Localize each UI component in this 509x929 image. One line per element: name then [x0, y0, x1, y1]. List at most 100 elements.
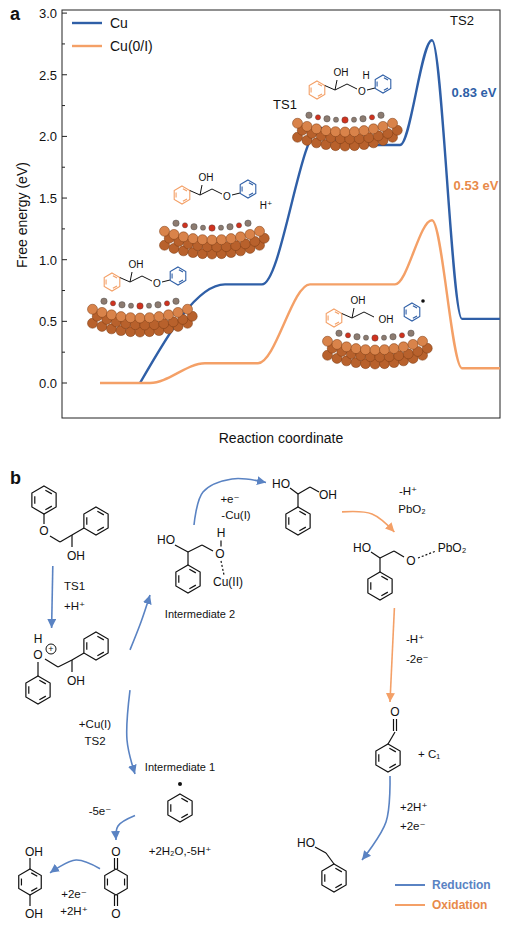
atom-label: H [34, 633, 43, 645]
copper-atom [236, 232, 246, 242]
copper-slab [88, 298, 198, 337]
adsorbate-atom [137, 303, 143, 309]
copper-atom [293, 118, 303, 128]
bond [29, 895, 30, 906]
tick-label: 1.5 [39, 192, 57, 205]
bond [200, 189, 212, 195]
legend-label: Cu(0/I) [110, 39, 153, 53]
barrier-value: 0.83 eV [452, 86, 497, 99]
adsorbate-atom [372, 335, 378, 341]
reagent-label: +Cu(I) [79, 719, 111, 731]
panel-letter: a [10, 5, 20, 23]
molecule: O [368, 702, 412, 776]
copper-atom [107, 310, 117, 320]
bond [297, 494, 298, 507]
bond [328, 316, 329, 321]
adsorbate-atom [110, 301, 115, 306]
copper-atom [359, 126, 369, 136]
tick-mark [62, 321, 67, 322]
adsorbate-atom [146, 303, 151, 308]
bond [388, 732, 395, 744]
bond [58, 660, 72, 667]
intermediate-name: Intermediate 2 [165, 609, 235, 620]
bond [71, 660, 72, 672]
atom-label: OH [67, 675, 85, 687]
bond [335, 80, 337, 90]
atom-label: O [39, 525, 48, 537]
reaction-arrow [130, 595, 150, 650]
bond [310, 487, 319, 492]
bond [406, 310, 407, 315]
benzene-ring [84, 632, 108, 660]
bond [117, 895, 118, 906]
bond [352, 308, 354, 318]
bond [249, 183, 253, 185]
molecule: OOH [24, 482, 120, 566]
bond [325, 86, 335, 91]
energy-curve [140, 40, 500, 383]
bond [181, 798, 187, 802]
bond [183, 199, 187, 201]
copper-atom [164, 310, 174, 320]
bond [97, 652, 103, 656]
molecule: OO [100, 840, 132, 922]
bond [28, 686, 29, 693]
atom-label: OH [319, 489, 337, 501]
reaction-arrow [50, 860, 100, 873]
bond [418, 551, 436, 558]
atom-label: HO [272, 478, 290, 490]
copper-atom [173, 307, 183, 317]
copper-atom [323, 336, 333, 346]
atom-label: O [390, 706, 399, 718]
reaction-arrow [362, 776, 390, 860]
bond [220, 541, 221, 547]
bond [31, 888, 37, 891]
reagent-label: +2H⁺ [60, 906, 88, 918]
bond [72, 653, 84, 660]
bond [318, 84, 322, 86]
atom-label: HO [353, 542, 371, 554]
bond [114, 858, 115, 869]
molecule: Intermediate 1 [135, 758, 225, 838]
reagent-label: -5e⁻ [89, 806, 112, 818]
bond [232, 193, 240, 195]
reaction-scheme-structures [19, 486, 436, 906]
adsorbate-atom [354, 334, 360, 340]
bond [45, 659, 58, 667]
bond [381, 576, 387, 580]
copper-atom [342, 342, 352, 352]
copper-atom [399, 342, 409, 352]
tick-mark [62, 198, 67, 199]
copper-atom [226, 234, 236, 244]
tick-mark [62, 167, 65, 168]
copper-atom [217, 235, 227, 245]
copper-atom [351, 344, 361, 354]
adsorbate-atom [399, 333, 404, 338]
reagent-label: TS2 [84, 736, 105, 748]
atom-label: OH [25, 846, 43, 858]
bond [187, 552, 188, 565]
structural-formula [326, 299, 425, 327]
adsorbate-atom [333, 117, 338, 122]
atom-label: O [111, 908, 120, 920]
bond [50, 536, 60, 542]
copper-atom [418, 336, 428, 346]
copper-atom [255, 226, 265, 236]
atom-label: H [362, 71, 369, 81]
bond [97, 527, 103, 531]
barrier-value: 0.53 eV [454, 179, 499, 192]
atom-label: H⁺ [260, 201, 273, 211]
benzene-ring [176, 565, 200, 593]
bond [120, 278, 130, 283]
copper-slab [160, 220, 270, 259]
tick-label: 0.5 [39, 315, 57, 328]
bond [299, 511, 305, 515]
legend-line [395, 904, 425, 906]
reagent-label: +H⁺ [64, 601, 85, 613]
bond [60, 535, 72, 542]
intermediate-name: Intermediate 1 [145, 762, 215, 773]
adsorbate-atom [351, 117, 356, 122]
copper-atom [340, 127, 350, 137]
bond [37, 662, 38, 676]
